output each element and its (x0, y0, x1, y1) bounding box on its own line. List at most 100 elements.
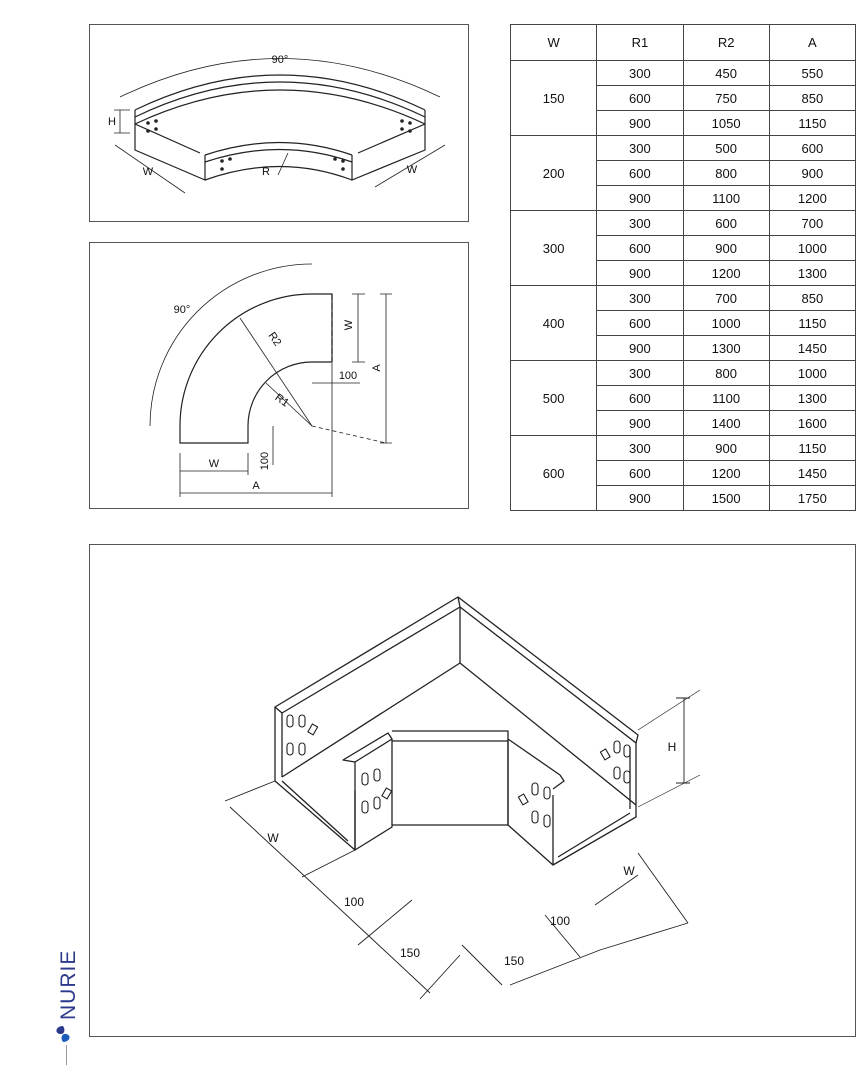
a-cell: 1200 (768, 185, 857, 211)
angle-label: 90° (174, 304, 191, 316)
r1-cell: 600 (596, 310, 684, 336)
col-header-r1: R1 (596, 24, 684, 61)
r2-cell: 900 (682, 235, 770, 261)
flange-left-label: 150 (400, 946, 420, 960)
curved-tray-isometric-drawing: 90° H W W R (108, 54, 446, 194)
r2-cell: 1400 (682, 410, 770, 436)
table-header-row: W R1 R2 A (509, 24, 857, 61)
r2-cell: 1100 (682, 185, 770, 211)
r1-cell: 300 (596, 60, 684, 86)
a-cell: 1300 (768, 385, 857, 411)
a-cell: 550 (768, 60, 857, 86)
r2-cell: 600 (682, 210, 770, 236)
offset-right-label: 100 (550, 914, 570, 928)
r1-cell: 600 (596, 385, 684, 411)
a-cell: 1450 (768, 460, 857, 486)
offset-left-label: 100 (344, 895, 364, 909)
a-cell: 850 (768, 85, 857, 111)
r1-cell: 600 (596, 235, 684, 261)
r1-cell: 900 (596, 185, 684, 211)
w-group-cell: 150 (509, 60, 598, 136)
elbow-tray-isometric-panel: H W W 100 150 100 150 (89, 544, 856, 1037)
r2-cell: 450 (682, 60, 770, 86)
r1-cell: 600 (596, 160, 684, 186)
r2-cell: 500 (682, 135, 770, 161)
w-left-label: W (267, 831, 279, 845)
a-cell: 700 (768, 210, 857, 236)
radius-label: R (262, 166, 270, 178)
r2-cell: 1200 (682, 460, 770, 486)
a-cell: 1750 (768, 485, 857, 511)
r1-label: R1 (273, 392, 291, 410)
w-group-cell: 600 (509, 435, 598, 511)
r2-cell: 1050 (682, 110, 770, 136)
w-group-cell: 500 (509, 360, 598, 436)
a-cell: 900 (768, 160, 857, 186)
r1-cell: 900 (596, 410, 684, 436)
r1-cell: 300 (596, 135, 684, 161)
width-left-label: W (143, 166, 154, 178)
a-cell: 1450 (768, 335, 857, 361)
curved-tray-isometric-panel: 90° H W W R (89, 24, 469, 222)
r2-cell: 800 (682, 160, 770, 186)
a-right-label: A (371, 364, 383, 372)
r1-cell: 300 (596, 210, 684, 236)
angle-label: 90° (272, 54, 289, 66)
a-cell: 1000 (768, 360, 857, 386)
curved-tray-plan-panel: 90° R2 R1 W A 100 100 W A (89, 242, 469, 509)
a-cell: 1600 (768, 410, 857, 436)
w-group-cell: 400 (509, 285, 598, 361)
a-cell: 1150 (768, 435, 857, 461)
a-bottom-label: A (252, 480, 260, 492)
r2-label: R2 (266, 330, 284, 348)
brand-divider (66, 1045, 67, 1065)
r1-cell: 900 (596, 335, 684, 361)
width-right-label: W (407, 164, 418, 176)
w-group-cell: 300 (509, 210, 598, 286)
offset-right-label: 100 (339, 370, 357, 382)
offset-bottom-label: 100 (259, 452, 271, 470)
a-cell: 1150 (768, 110, 857, 136)
r2-cell: 1300 (682, 335, 770, 361)
r2-cell: 750 (682, 85, 770, 111)
a-cell: 1000 (768, 235, 857, 261)
height-label: H (668, 740, 677, 754)
r1-cell: 900 (596, 260, 684, 286)
r1-cell: 900 (596, 485, 684, 511)
a-cell: 600 (768, 135, 857, 161)
height-label: H (108, 116, 116, 128)
col-header-r2: R2 (682, 24, 770, 61)
r2-cell: 1200 (682, 260, 770, 286)
r2-cell: 700 (682, 285, 770, 311)
w-group-cell: 200 (509, 135, 598, 211)
flange-right-label: 150 (504, 954, 524, 968)
r1-cell: 600 (596, 460, 684, 486)
w-right-label: W (623, 864, 635, 878)
r1-cell: 300 (596, 285, 684, 311)
r1-cell: 600 (596, 85, 684, 111)
elbow-tray-isometric-drawing: H W W 100 150 100 150 (224, 596, 701, 1000)
r2-cell: 1100 (682, 385, 770, 411)
brand-name: NURIE (57, 949, 80, 1020)
r2-cell: 1000 (682, 310, 770, 336)
col-header-w: W (509, 24, 598, 61)
w-bottom-label: W (209, 458, 220, 470)
nurie-swirl-logo-icon (56, 1026, 70, 1042)
